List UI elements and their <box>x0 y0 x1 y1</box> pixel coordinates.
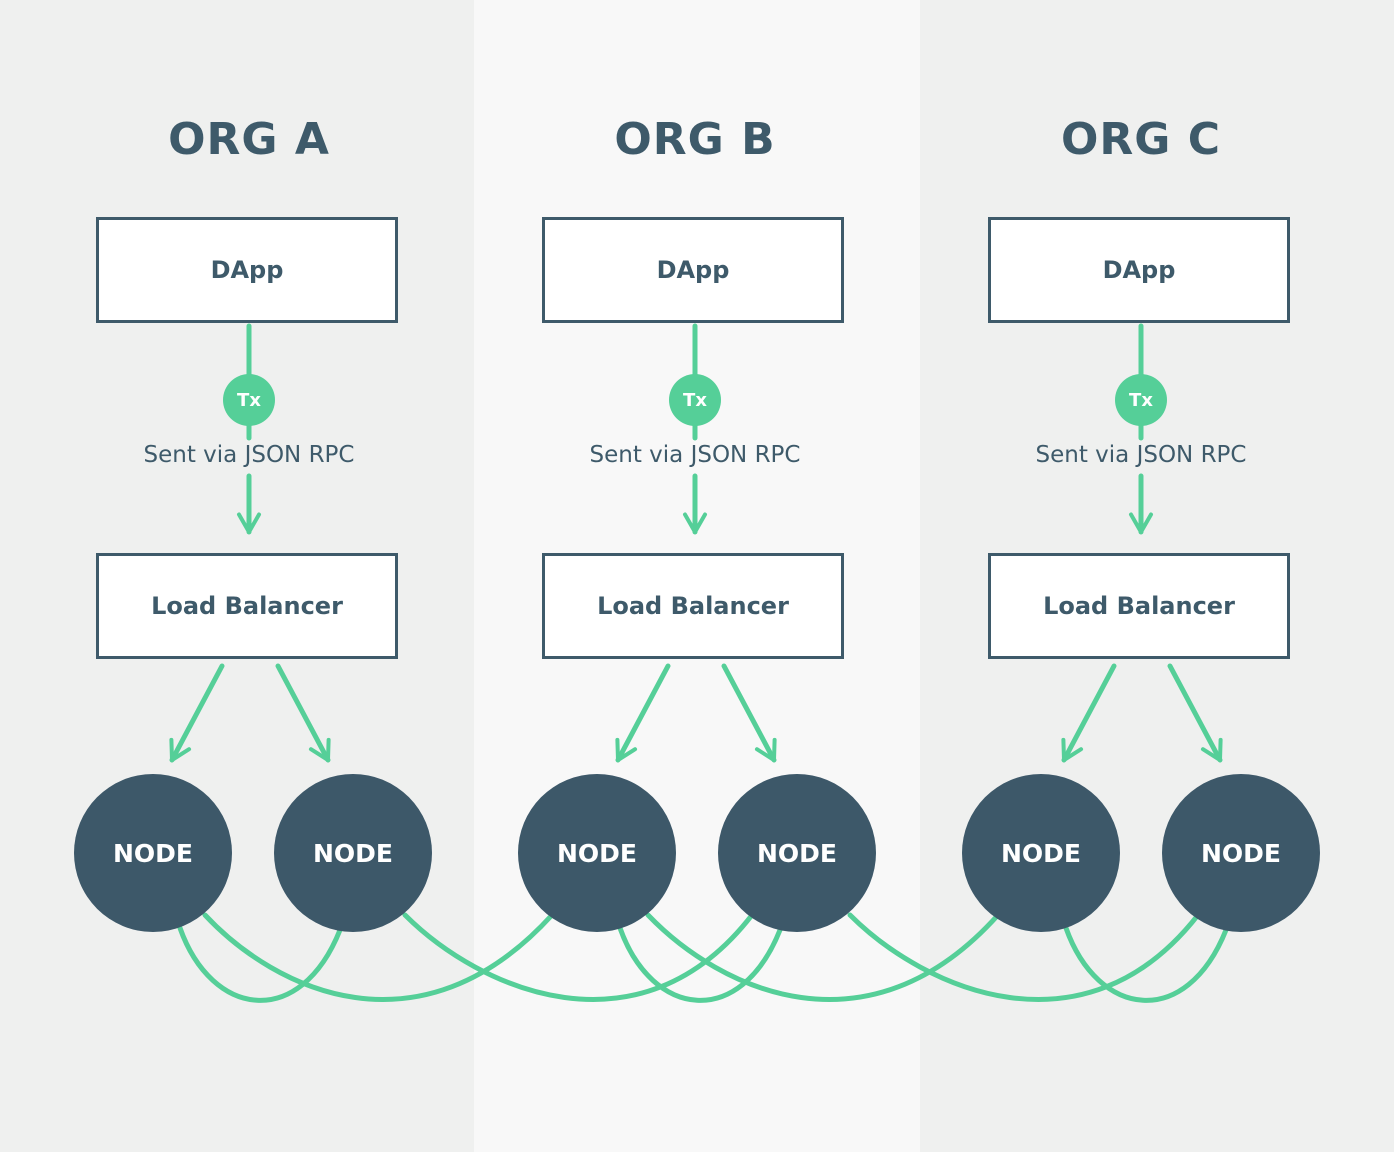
org-a-dapp-label: DApp <box>210 256 284 284</box>
mesh-link-c1-c2 <box>1063 925 1229 1003</box>
org-a-node-1: NODE <box>74 774 232 932</box>
org-a-load-balancer-box: Load Balancer <box>96 553 398 659</box>
org-b-dapp-label: DApp <box>656 256 730 284</box>
org-b-tx-badge: Tx <box>669 374 721 426</box>
org-a-lb-to-node-1-arrow <box>169 663 225 763</box>
mesh-link-a1-a2 <box>177 925 343 1003</box>
org-c-lb-to-node-2-arrow <box>1167 663 1223 763</box>
org-b-transport-label: Sent via JSON RPC <box>589 442 801 468</box>
org-a-transport-label: Sent via JSON RPC <box>143 442 355 468</box>
org-a-tx-badge: Tx <box>223 374 275 426</box>
org-b-node-1: NODE <box>518 774 676 932</box>
org-b-dapp-box: DApp <box>542 217 844 323</box>
org-c-load-balancer-box: Load Balancer <box>988 553 1290 659</box>
org-b-load-balancer-box: Load Balancer <box>542 553 844 659</box>
org-c-transport-label: Sent via JSON RPC <box>1035 442 1247 468</box>
org-c-load-balancer-label: Load Balancer <box>1043 592 1235 620</box>
org-a-lb-to-node-2-arrow <box>275 663 331 763</box>
org-c-tx-badge: Tx <box>1115 374 1167 426</box>
org-b-lb-to-node-2-arrow <box>721 663 777 763</box>
org-c-dapp-label: DApp <box>1102 256 1176 284</box>
org-a-load-balancer-label: Load Balancer <box>151 592 343 620</box>
org-c-dapp-box: DApp <box>988 217 1290 323</box>
org-a-node-2: NODE <box>274 774 432 932</box>
org-c-node-2: NODE <box>1162 774 1320 932</box>
mesh-link-b2-c2 <box>847 912 1201 1002</box>
org-a-title: ORG A <box>168 114 330 165</box>
org-c-node-1: NODE <box>962 774 1120 932</box>
mesh-link-b1-c1 <box>645 912 1001 1002</box>
org-b-lb-to-node-1-arrow <box>615 663 671 763</box>
mesh-link-b1-b2 <box>617 925 783 1003</box>
org-b-title: ORG B <box>614 114 776 165</box>
org-b-load-balancer-label: Load Balancer <box>597 592 789 620</box>
org-c-title: ORG C <box>1060 114 1221 165</box>
org-c-lb-to-node-1-arrow <box>1061 663 1117 763</box>
mesh-link-a1-b1 <box>202 912 555 1002</box>
org-a-dapp-box: DApp <box>96 217 398 323</box>
org-b-node-2: NODE <box>718 774 876 932</box>
